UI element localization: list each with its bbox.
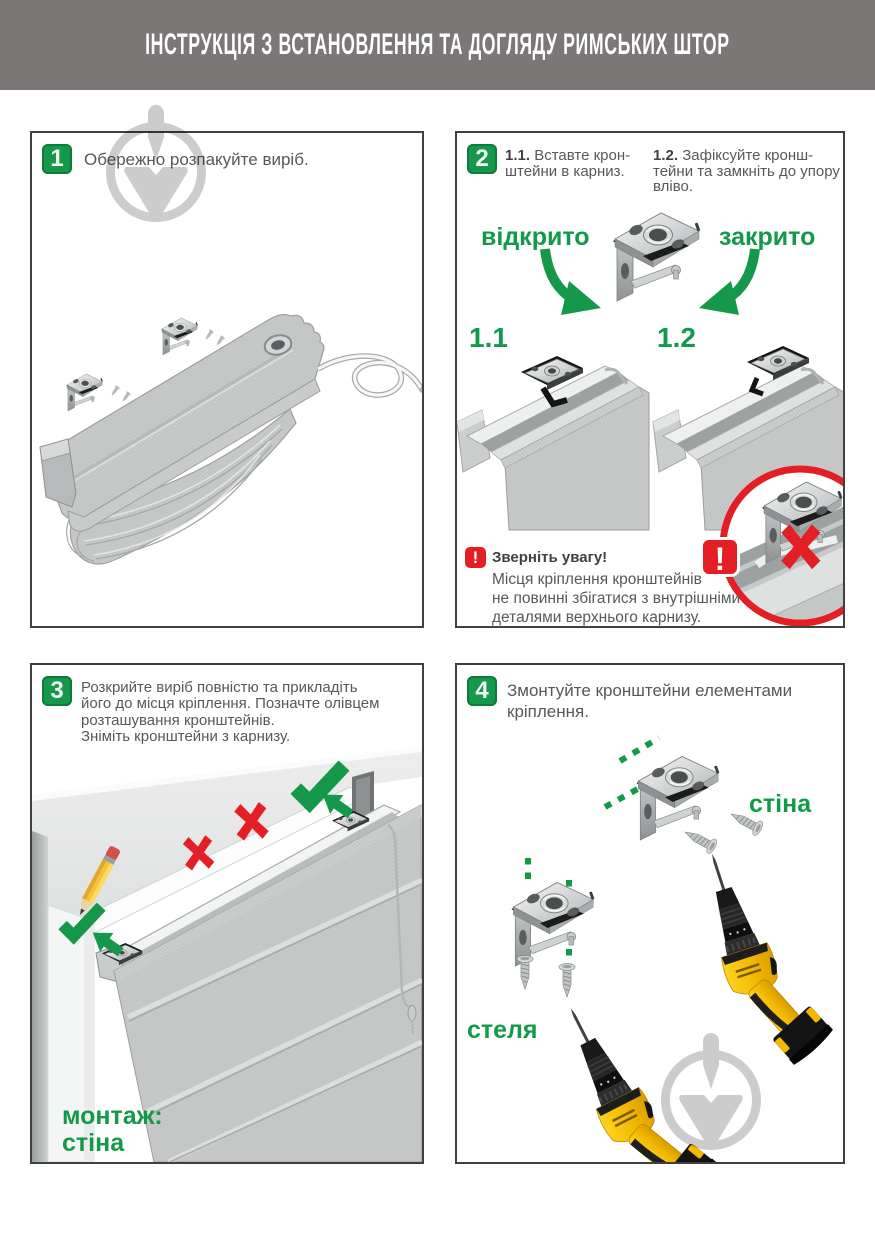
bracket-icon: [65, 373, 104, 412]
step-2-2-label: 1.2.: [653, 147, 679, 164]
fig-1-1-label: 1.1: [469, 322, 508, 353]
drill-icon: [547, 978, 731, 1162]
bracket-icon: [612, 212, 702, 302]
step-1-number-badge: 1: [42, 144, 72, 174]
panel-step-2: 2 1.1. Вставте крон- штейни в карниз. 1.…: [455, 131, 845, 628]
wall-label: стіна: [749, 790, 812, 818]
bracket-icon: [160, 317, 199, 356]
drill-mount-illustration: [510, 735, 843, 1162]
header-band: ІНСТРУКЦІЯ З ВСТАНОВЛЕННЯ ТА ДОГЛЯДУ РИМ…: [0, 0, 875, 90]
step-2-number-badge: 2: [467, 144, 497, 174]
step-3-text: Розкрийте виріб повністю та прикладіть й…: [81, 679, 380, 745]
bracket-steps-illustration: [457, 212, 843, 626]
step-2-1-label: 1.1.: [505, 147, 531, 164]
step-3-number-badge: 3: [42, 676, 72, 706]
fig-1-2-label: 1.2: [657, 322, 696, 353]
step-2-1-text: 1.1. Вставте крон- штейни в карниз.: [505, 147, 631, 180]
open-label: відкрито: [481, 223, 590, 251]
warning-title: Зверніть увагу!: [492, 549, 608, 566]
drill-icon: [687, 833, 843, 1080]
wall-bracket-icon: [635, 755, 721, 841]
screw-icon: [558, 963, 576, 998]
warning-text: Місця кріплення кронштейнів не повинні з…: [492, 571, 741, 626]
step-2-2-text: 1.2. Зафіксуйте кронш- тейни та замкніть…: [653, 147, 840, 195]
step-4-number-badge: 4: [467, 676, 497, 706]
ceiling-label: стеля: [467, 1016, 538, 1044]
step-4-text: Змонтуйте кронштейни елементами кріпленн…: [507, 681, 793, 721]
warning-icon: !: [465, 547, 486, 568]
wall-mount-illustration: [32, 747, 422, 1162]
screw-icon: [516, 955, 534, 990]
panel-step-1: 1 Обережно розпакуйте виріб.: [30, 131, 424, 628]
screw-icon: [680, 824, 720, 856]
panel-step-4: 4 Змонтуйте кронштейни елементами кріпле…: [455, 663, 845, 1164]
warning-icon-large: !: [700, 537, 740, 577]
ceiling-bracket-icon: [510, 881, 596, 967]
folded-blind-illustration: [39, 313, 422, 565]
page-title: ІНСТРУКЦІЯ З ВСТАНОВЛЕННЯ ТА ДОГЛЯДУ РИМ…: [145, 28, 730, 61]
closed-label: закрито: [719, 223, 816, 251]
mount-type-label: монтаж: стіна: [62, 1102, 163, 1157]
panel-step-3: 3 Розкрийте виріб повністю та прикладіть…: [30, 663, 424, 1164]
